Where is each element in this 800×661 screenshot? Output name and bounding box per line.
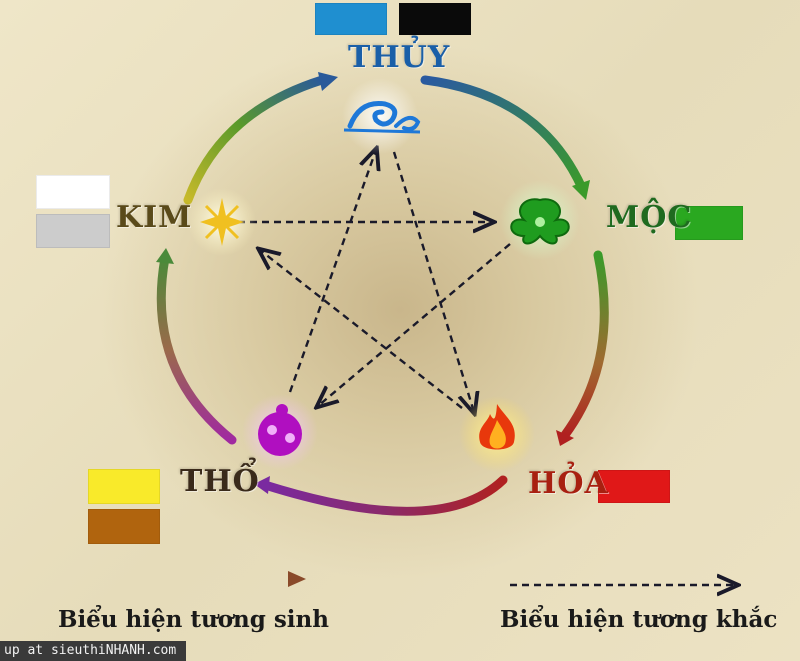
khac-arrow-thuy-to-hoa bbox=[392, 151, 474, 412]
tho-color-swatch-1 bbox=[88, 469, 160, 504]
kim-color-swatch-1 bbox=[36, 175, 110, 209]
legend-sinh-arrow bbox=[56, 571, 306, 587]
legend-khac-label: Biểu hiện tương khắc bbox=[500, 606, 778, 633]
sinh-arrow-hoa-to-tho bbox=[254, 475, 508, 516]
moc-color-swatch bbox=[675, 206, 743, 240]
thuy-color-swatch-1 bbox=[315, 3, 387, 35]
kim-color-swatch-2 bbox=[36, 214, 110, 248]
thuy-label: THỦY bbox=[348, 40, 451, 75]
fire-icon bbox=[459, 396, 535, 472]
water-icon bbox=[342, 78, 421, 154]
wood-icon bbox=[500, 180, 580, 260]
sinh-arrow-kim-to-thuy bbox=[183, 72, 338, 205]
tho-color-swatch-2 bbox=[88, 509, 160, 544]
sinh-arrow-thuy-to-moc bbox=[420, 75, 590, 200]
sinh-arrow-tho-to-kim bbox=[156, 248, 237, 445]
khac-arrow-moc-to-tho bbox=[318, 243, 511, 406]
hoa-label: HỎA bbox=[528, 466, 609, 501]
legend-sinh-label: Biểu hiện tương sinh bbox=[58, 606, 329, 633]
khac-arrow-tho-to-thuy bbox=[288, 150, 376, 393]
moc-label: MỘC bbox=[606, 200, 693, 235]
khac-arrow-hoa-to-kim bbox=[260, 250, 463, 409]
metal-icon bbox=[188, 188, 256, 256]
kim-label: KIM bbox=[116, 200, 193, 235]
hoa-color-swatch bbox=[598, 470, 670, 503]
sinh-arrow-moc-to-hoa bbox=[556, 250, 609, 446]
thuy-color-swatch-2 bbox=[399, 3, 471, 35]
earth-icon bbox=[242, 394, 318, 470]
tho-label: THỔ bbox=[180, 464, 260, 499]
footer-watermark: up at sieuthiNHANH.com bbox=[0, 641, 186, 661]
